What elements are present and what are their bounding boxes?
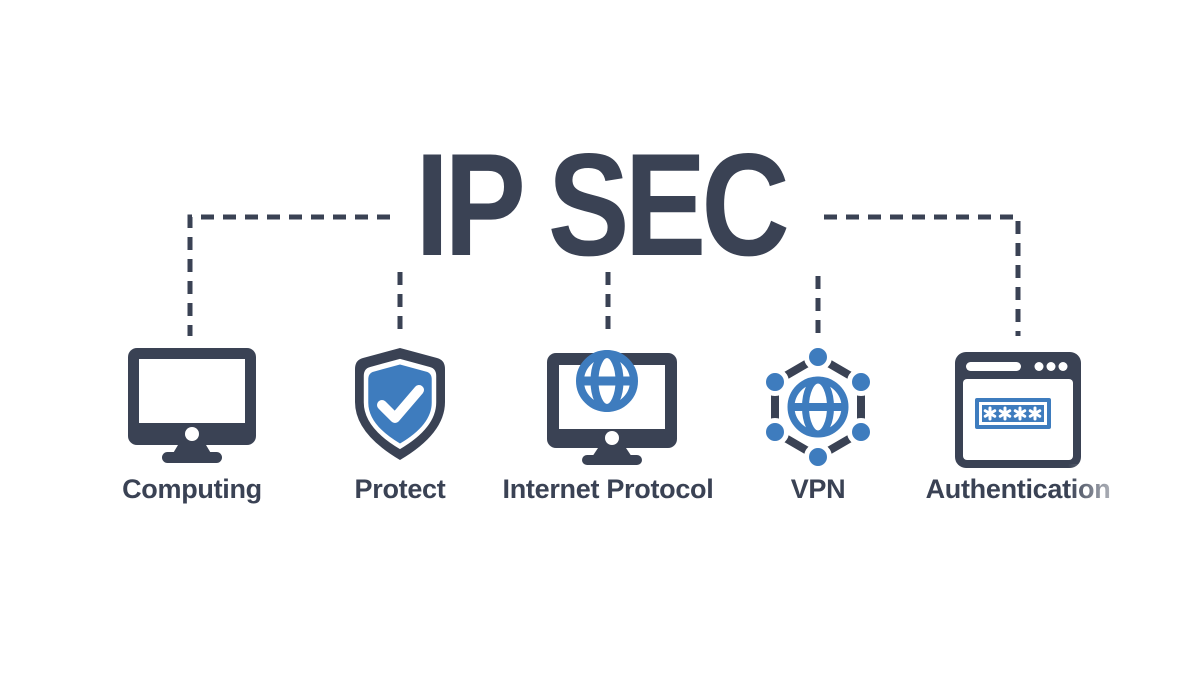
window-dots — [1034, 362, 1068, 371]
globe-glyph — [787, 376, 849, 438]
address-bar-glyph — [966, 362, 1021, 371]
vpn-network-icon — [761, 348, 875, 466]
connector-right-bracket — [824, 214, 1021, 336]
password-field-glyph — [975, 398, 1051, 429]
network-nodes — [761, 348, 875, 466]
connector-left-bracket — [187, 214, 390, 336]
monitor-globe-icon — [547, 350, 677, 465]
item-label-vpn: VPN — [790, 474, 846, 504]
shield-check-icon — [355, 348, 445, 460]
monitor-icon — [128, 348, 256, 463]
item-label-internet-protocol: Internet Protocol — [502, 474, 714, 504]
page-title: IP SEC — [415, 123, 790, 286]
item-label-computing: Computing — [122, 474, 262, 504]
browser-password-icon — [955, 352, 1081, 468]
globe-glyph — [576, 350, 638, 412]
item-label-authentication: Authentication — [925, 474, 1111, 504]
password-asterisks — [983, 406, 1042, 421]
item-label-protect: Protect — [354, 474, 446, 504]
